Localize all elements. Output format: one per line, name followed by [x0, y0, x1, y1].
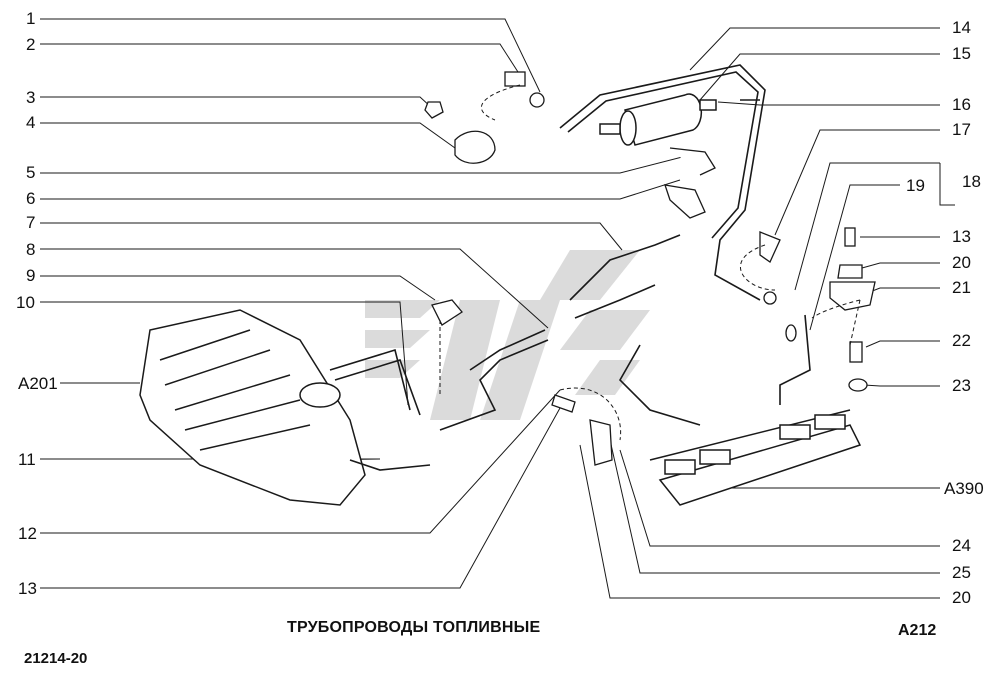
callout-24: 24 — [952, 536, 971, 555]
callout-5: 5 — [26, 163, 36, 182]
callout-15: 15 — [952, 44, 971, 63]
callout-16: 16 — [952, 95, 971, 114]
fuel-rail — [649, 409, 862, 506]
callout-2: 2 — [26, 35, 36, 54]
leader-lines-left — [40, 18, 691, 589]
callout-14: 14 — [952, 18, 971, 37]
callout-18: 18 — [962, 172, 981, 191]
callout-9: 9 — [26, 266, 36, 285]
callout-A390: A390 — [944, 479, 984, 498]
callout-20: 20 — [952, 253, 971, 272]
diagram-title: ТРУБОПРОВОДЫ ТОПЛИВНЫЕ — [287, 619, 541, 636]
small-parts — [424, 71, 876, 466]
callout-11: 11 — [18, 450, 36, 469]
fuel-tank — [139, 309, 366, 506]
callout-1: 1 — [26, 9, 36, 28]
callout-17: 17 — [952, 120, 971, 139]
callout-12: 12 — [18, 524, 37, 543]
fuel-lines — [329, 64, 811, 471]
assembly-arrows — [439, 84, 861, 441]
callout-6: 6 — [26, 189, 36, 208]
callout-25: 25 — [952, 563, 971, 582]
callout-A201: A201 — [18, 374, 58, 393]
callout-8: 8 — [26, 240, 36, 259]
fuel-filter — [599, 93, 717, 146]
callout-23: 23 — [952, 376, 971, 395]
callout-20-bottom: 20 — [952, 588, 971, 607]
doc-number: 21214-20 — [24, 650, 88, 667]
callout-3: 3 — [26, 88, 36, 107]
leader-lines-right — [579, 27, 955, 599]
watermark-logo — [365, 250, 650, 420]
diagram-code: A212 — [898, 622, 937, 639]
callout-4: 4 — [26, 113, 36, 132]
callout-22: 22 — [952, 331, 971, 350]
callout-7: 7 — [26, 213, 36, 232]
callout-21: 21 — [952, 278, 971, 297]
callout-13: 13 — [18, 579, 37, 598]
callout-10: 10 — [16, 293, 35, 312]
callout-19: 19 — [906, 176, 925, 195]
callout-13-right: 13 — [952, 227, 971, 246]
